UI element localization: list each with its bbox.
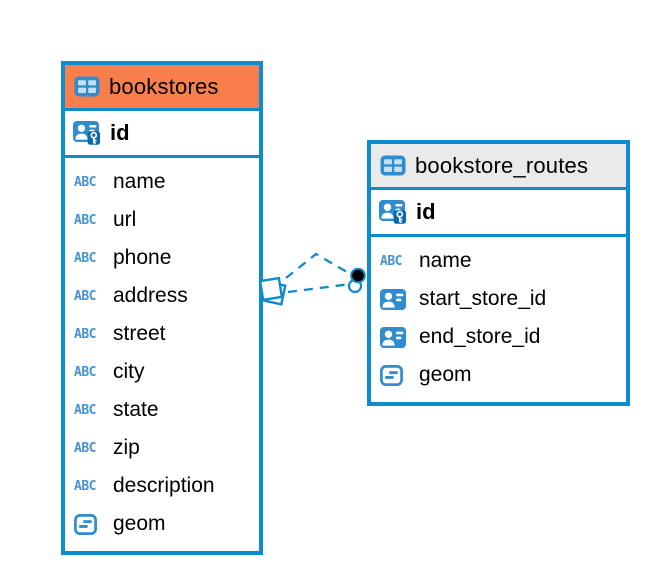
- table-name: bookstore_routes: [415, 152, 589, 178]
- text-type-icon: ABC: [74, 174, 96, 190]
- text-type-icon: ABC: [74, 212, 96, 228]
- column-row[interactable]: ABC city: [65, 353, 259, 391]
- text-type-icon: ABC: [380, 253, 402, 269]
- column-name: url: [113, 208, 137, 231]
- primary-key-icon: [73, 121, 101, 146]
- column-name: zip: [113, 436, 140, 459]
- column-row[interactable]: start_store_id: [371, 280, 626, 318]
- primary-key-icon: [379, 200, 407, 225]
- column-name: geom: [419, 363, 472, 386]
- text-type-icon: ABC: [74, 402, 96, 418]
- table-bookstores-header[interactable]: bookstores: [65, 65, 259, 111]
- column-name: state: [113, 398, 159, 421]
- column-row[interactable]: end_store_id: [371, 318, 626, 356]
- column-name: phone: [113, 246, 172, 269]
- column-name: id: [110, 120, 130, 145]
- reference-icon: [380, 327, 410, 348]
- column-name: name: [419, 249, 472, 272]
- column-name: geom: [113, 512, 166, 535]
- column-name: name: [113, 170, 166, 193]
- text-type-icon: ABC: [74, 288, 96, 304]
- table-bookstore-routes[interactable]: bookstore_routes id ABC name start_store…: [367, 140, 630, 406]
- column-row[interactable]: ABC phone: [65, 239, 259, 277]
- column-row[interactable]: ABC url: [65, 201, 259, 239]
- relationship-line-lower[interactable]: [287, 282, 352, 294]
- text-type-icon: ABC: [74, 478, 96, 494]
- column-row[interactable]: ABC name: [65, 163, 259, 201]
- geometry-icon: [380, 365, 410, 386]
- column-name: id: [416, 199, 436, 224]
- column-row[interactable]: ABC state: [65, 391, 259, 429]
- column-list: ABC name ABC url ABC phone ABC address A…: [65, 158, 259, 551]
- column-row[interactable]: geom: [371, 356, 626, 394]
- table-name: bookstores: [109, 73, 219, 99]
- column-name: street: [113, 322, 166, 345]
- table-bookstore-routes-header[interactable]: bookstore_routes: [371, 144, 626, 190]
- column-row[interactable]: ABC zip: [65, 429, 259, 467]
- text-type-icon: ABC: [74, 250, 96, 266]
- reference-icon: [380, 289, 410, 310]
- column-row[interactable]: geom: [65, 505, 259, 543]
- table-icon: [74, 76, 100, 97]
- column-name: city: [113, 360, 145, 383]
- column-row[interactable]: ABC street: [65, 315, 259, 353]
- column-name: start_store_id: [419, 287, 547, 310]
- column-name: end_store_id: [419, 325, 541, 348]
- column-list: ABC name start_store_id end_store_id geo…: [371, 237, 626, 402]
- column-row[interactable]: ABC address: [65, 277, 259, 315]
- primary-key-row[interactable]: id: [65, 111, 259, 158]
- column-name: address: [113, 284, 188, 307]
- table-bookstores[interactable]: bookstores id ABC name ABC url ABC phone…: [61, 61, 263, 555]
- relationship-line-upper[interactable]: [285, 252, 353, 279]
- primary-key-row[interactable]: id: [371, 190, 626, 237]
- column-row[interactable]: ABC description: [65, 467, 259, 505]
- relationship-diamond-marker[interactable]: [258, 276, 287, 306]
- column-row[interactable]: ABC name: [371, 242, 626, 280]
- text-type-icon: ABC: [74, 364, 96, 380]
- text-type-icon: ABC: [74, 326, 96, 342]
- table-icon: [380, 155, 406, 176]
- geometry-icon: [74, 514, 104, 535]
- relationship-dot-marker[interactable]: [347, 267, 366, 294]
- column-name: description: [113, 474, 215, 497]
- text-type-icon: ABC: [74, 440, 96, 456]
